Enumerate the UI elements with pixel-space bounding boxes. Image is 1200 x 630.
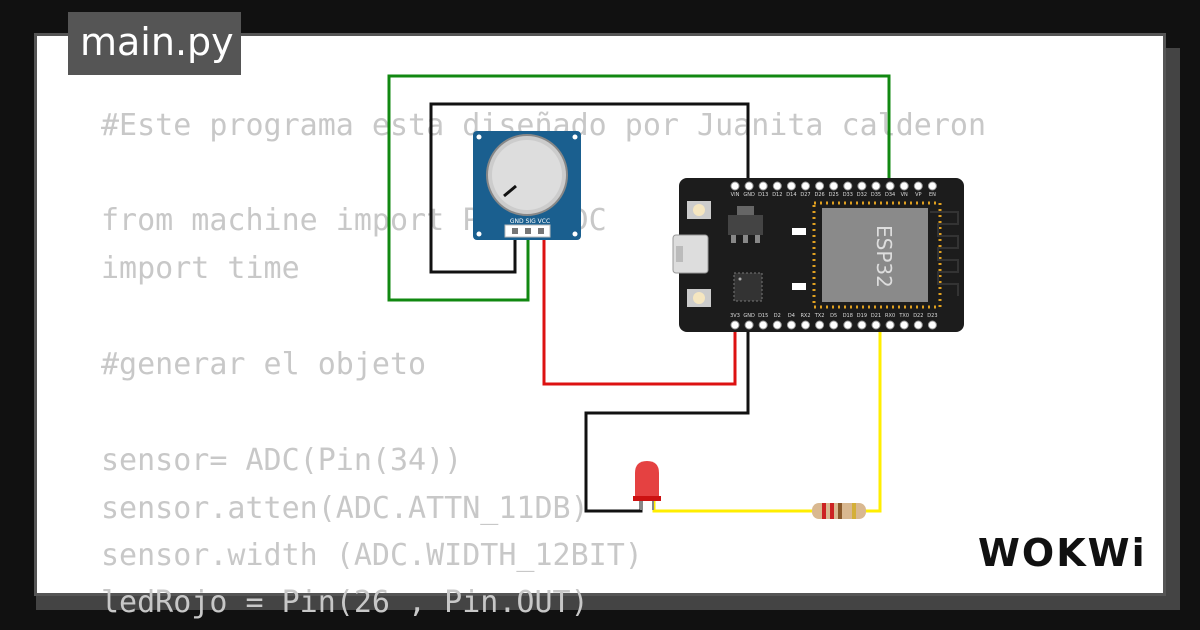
pin-hole-top[interactable] <box>857 181 867 191</box>
code-line: sensor= ADC(Pin(34)) <box>101 443 463 478</box>
pin-hole-top[interactable] <box>899 181 909 191</box>
pin-hole-bottom[interactable] <box>815 320 825 330</box>
pin-label-top: VP <box>915 192 921 198</box>
antenna-trace <box>930 211 959 296</box>
pin-label-bottom: D2 <box>774 313 781 319</box>
pin-hole-top[interactable] <box>843 181 853 191</box>
pin-hole-bottom[interactable] <box>772 320 782 330</box>
pin-label-bottom: D5 <box>830 313 837 319</box>
red-led[interactable] <box>633 461 661 510</box>
pin-label-bottom: D21 <box>871 313 881 319</box>
pin-label-top: D25 <box>829 192 839 198</box>
pin-label-bottom: 3V3 <box>730 313 740 319</box>
pin-hole-bottom[interactable] <box>801 320 810 330</box>
pin-label-top: D13 <box>758 192 768 198</box>
pin-hole-top[interactable] <box>744 181 754 191</box>
pin-hole-bottom[interactable] <box>843 320 853 330</box>
pin-hole-bottom[interactable] <box>899 320 909 330</box>
pin-hole-bottom[interactable] <box>829 320 839 330</box>
pin-hole-top[interactable] <box>801 181 810 191</box>
pin-label-bottom: RX2 <box>800 313 810 319</box>
pin-hole-top[interactable] <box>758 181 768 191</box>
usb-uart-chip <box>733 272 763 302</box>
code-line: sensor.atten(ADC.ATTN_11DB) <box>101 491 589 526</box>
pin-label-bottom: D15 <box>758 313 768 319</box>
pin-hole-top[interactable] <box>815 181 825 191</box>
reset-button[interactable] <box>687 289 711 307</box>
pin-hole-top[interactable] <box>730 181 740 191</box>
pin-label-bottom: D4 <box>788 313 795 319</box>
boot-button[interactable] <box>687 201 711 219</box>
voltage-regulator <box>728 215 763 235</box>
pin-label-top: D34 <box>885 192 895 198</box>
pin-hole-bottom[interactable] <box>758 320 768 330</box>
pin-hole-bottom[interactable] <box>744 320 754 330</box>
wire-black-led <box>584 325 750 513</box>
pin-hole-bottom[interactable] <box>913 320 923 330</box>
pin-hole-bottom[interactable] <box>871 320 881 330</box>
pin-hole-bottom[interactable] <box>786 320 796 330</box>
pin-label-top: VIN <box>731 192 740 198</box>
panel-shadow-bottom <box>36 596 1168 610</box>
pin-label-top: D27 <box>800 192 810 198</box>
pin-label-bottom: D19 <box>857 313 867 319</box>
pin-hole-top[interactable] <box>772 181 782 191</box>
pin-label-bottom: D18 <box>843 313 853 319</box>
pot-knob-indicator <box>503 184 517 198</box>
wire-green <box>387 74 891 302</box>
pin-label-bottom: GND <box>743 313 755 319</box>
file-tab-label: main.py <box>80 20 234 64</box>
code-line: ledRojo = Pin(26 , Pin.OUT) <box>101 585 589 620</box>
code-line: import time <box>101 251 300 286</box>
pin-hole-top[interactable] <box>913 181 923 191</box>
pin-label-top: D14 <box>786 192 796 198</box>
pin-label-bottom: D22 <box>913 313 923 319</box>
pin-hole-bottom[interactable] <box>885 320 895 330</box>
pin-label-top: D33 <box>843 192 853 198</box>
file-tab[interactable]: main.py <box>68 12 241 75</box>
wire-yellow <box>652 325 882 513</box>
pin-label-bottom: D23 <box>927 313 937 319</box>
pin-label-bottom: TX0 <box>898 313 909 319</box>
pin-label-top: D26 <box>814 192 824 198</box>
wokwi-logo-text: WOKWi <box>978 531 1147 575</box>
wire-black-pot <box>429 102 750 274</box>
pin-label-bottom: RX0 <box>885 313 895 319</box>
pin-label-bottom: TX2 <box>814 313 825 319</box>
pin-label-top: EN <box>929 192 936 198</box>
wokwi-logo: WOKWi <box>978 528 1150 580</box>
usb-port <box>672 234 709 274</box>
pin-hole-top[interactable] <box>871 181 881 191</box>
wire-red <box>542 232 737 386</box>
code-line: #generar el objeto <box>101 347 427 382</box>
pot-pin-labels: GND SIG VCC <box>510 218 550 225</box>
pin-label-top: D32 <box>857 192 867 198</box>
potentiometer[interactable]: GND SIG VCC <box>473 131 581 240</box>
pin-hole-bottom[interactable] <box>857 320 867 330</box>
pin-hole-bottom[interactable] <box>927 320 937 330</box>
pin-label-top: GND <box>743 192 755 198</box>
preview-panel: #Este programa esta diseñado por Juanita… <box>34 33 1166 620</box>
pin-hole-top[interactable] <box>829 181 839 191</box>
pin-label-top: D12 <box>772 192 782 198</box>
resistor[interactable] <box>812 503 866 519</box>
panel-shadow-right <box>1166 48 1180 610</box>
pin-hole-top[interactable] <box>927 181 937 191</box>
pin-hole-top[interactable] <box>885 181 895 191</box>
pin-hole-bottom[interactable] <box>730 320 740 330</box>
pin-label-top: D35 <box>871 192 881 198</box>
pin-hole-top[interactable] <box>786 181 796 191</box>
esp32-chip-label: ESP32 <box>872 225 896 288</box>
pin-label-top: VN <box>901 192 908 198</box>
code-line: sensor.width (ADC.WIDTH_12BIT) <box>101 538 643 573</box>
